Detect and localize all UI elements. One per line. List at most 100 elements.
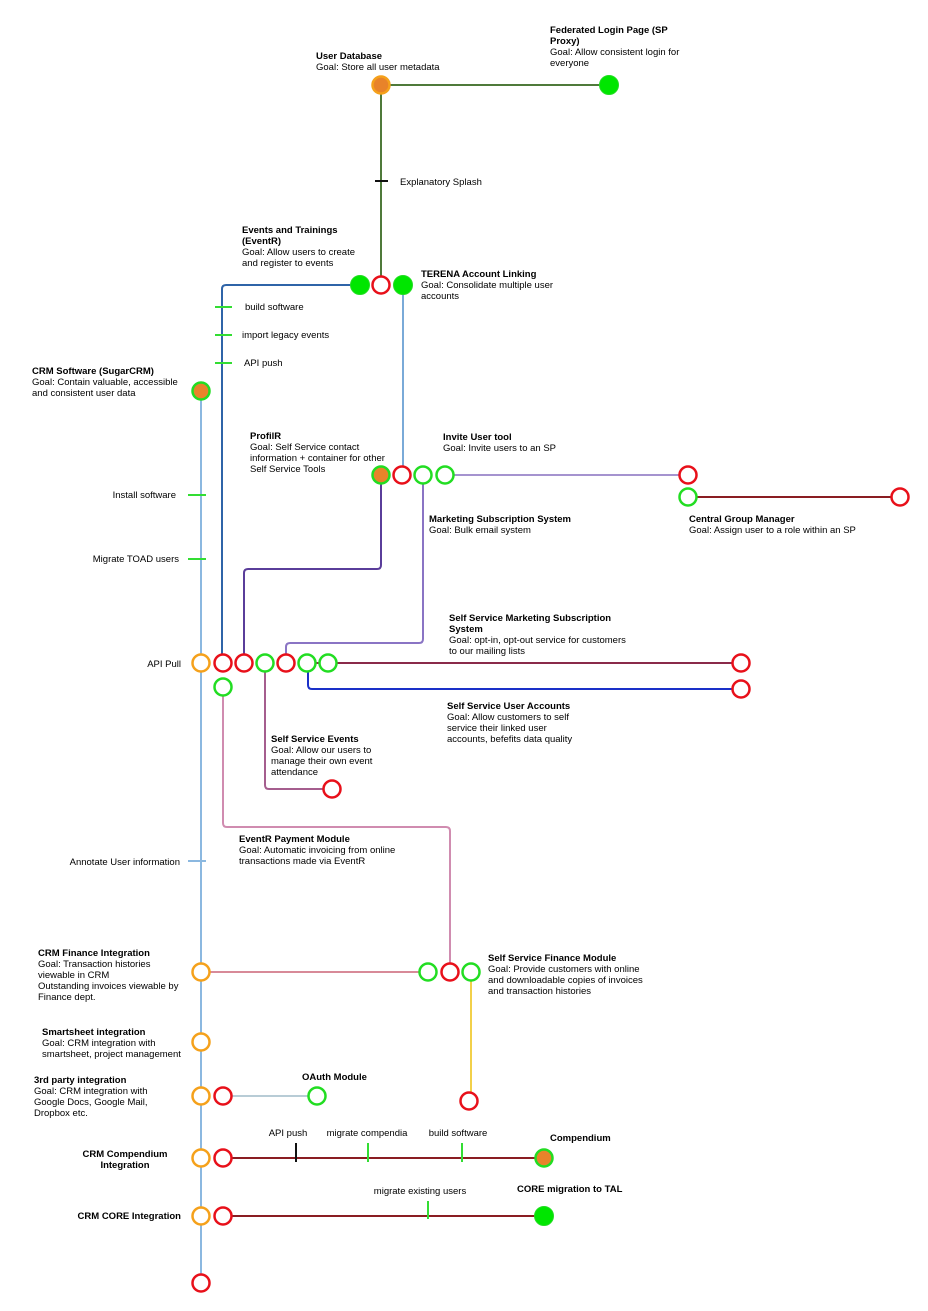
milestone-ticks [188, 180, 463, 1219]
title: Marketing Subscription System [429, 514, 571, 525]
title: TERENA Account Linking [421, 269, 537, 280]
station-invite-user[interactable] [435, 465, 455, 485]
goal: Goal: Allow users to create [242, 247, 355, 258]
label-ss-accounts: Self Service User Accounts Goal: Allow c… [447, 701, 572, 745]
milestone-build-software: build software [245, 302, 304, 313]
label-core-migration: CORE migration to TAL [517, 1184, 623, 1195]
station-profilr-red[interactable] [234, 653, 254, 673]
station-compendium-red[interactable] [213, 1148, 233, 1168]
station-user-db[interactable] [371, 75, 391, 95]
station-marketing-sub[interactable] [413, 465, 433, 485]
station-compendium[interactable] [534, 1148, 554, 1168]
goal: Goal: Invite users to an SP [443, 443, 556, 454]
goal: and consistent user data [32, 388, 136, 399]
goal: viewable in CRM [38, 970, 109, 981]
station-profilr[interactable] [371, 465, 391, 485]
title: ProfilR [250, 431, 281, 442]
station-smartsheet[interactable] [191, 1032, 211, 1052]
label-invite-user: Invite User tool Goal: Invite users to a… [443, 432, 556, 454]
goal: Goal: Allow customers to self [447, 712, 569, 723]
title: Self Service Marketing Subscription [449, 613, 611, 624]
label-eventr-payment: EventR Payment Module Goal: Automatic in… [239, 834, 395, 867]
station-api-pull[interactable] [191, 653, 211, 673]
title: Smartsheet integration [42, 1027, 146, 1038]
station-finance-green[interactable] [418, 962, 438, 982]
title: Federated Login Page (SP [550, 25, 668, 36]
station-federated-login[interactable] [599, 75, 619, 95]
line-eventr [221, 284, 360, 663]
goal: and transaction histories [488, 986, 591, 997]
station-third-party-red[interactable] [213, 1086, 233, 1106]
line-marketing-sub [285, 475, 424, 663]
title: Self Service Events [271, 734, 359, 745]
station-crm-finance[interactable] [191, 962, 211, 982]
station-crm-software[interactable] [191, 381, 211, 401]
station-eventr-payment[interactable] [213, 677, 233, 697]
label-compendium: Compendium [550, 1133, 611, 1144]
station-ss-events-end[interactable] [322, 779, 342, 799]
title: 3rd party integration [34, 1075, 127, 1086]
label-crm-software: CRM Software (SugarCRM) Goal: Contain va… [32, 366, 178, 399]
milestone-build-software-2: build software [429, 1128, 488, 1139]
line-ss-accounts [307, 663, 741, 690]
node-labels: User Database Goal: Store all user metad… [32, 25, 856, 1222]
title: EventR Payment Module [239, 834, 350, 845]
station-oauth[interactable] [307, 1086, 327, 1106]
line-profilr-ss [243, 475, 382, 663]
title: Invite User tool [443, 432, 512, 443]
station-core-red[interactable] [213, 1206, 233, 1226]
label-eventr: Events and Trainings (EventR) Goal: Allo… [242, 225, 355, 269]
label-smartsheet: Smartsheet integration Goal: CRM integra… [42, 1027, 181, 1060]
station-terena-red[interactable] [392, 465, 412, 485]
station-marketing-red[interactable] [276, 653, 296, 673]
station-ss-events[interactable] [255, 653, 275, 673]
station-ss-marketing[interactable] [297, 653, 317, 673]
label-ss-events: Self Service Events Goal: Allow our user… [271, 734, 373, 778]
station-userdb-red[interactable] [371, 275, 391, 295]
station-core-migration[interactable] [534, 1206, 554, 1226]
station-invite-user-end[interactable] [678, 465, 698, 485]
goal: Goal: opt-in, opt-out service for custom… [449, 635, 626, 646]
station-central-group-end[interactable] [890, 487, 910, 507]
station-third-party[interactable] [191, 1086, 211, 1106]
goal: Goal: Contain valuable, accessible [32, 377, 178, 388]
station-central-group[interactable] [678, 487, 698, 507]
goal: everyone [550, 58, 589, 69]
goal: Goal: Bulk email system [429, 525, 531, 536]
milestone-api-push: API push [244, 358, 283, 369]
station-crm-trunk-end[interactable] [191, 1273, 211, 1293]
stations [191, 75, 910, 1293]
station-ss-finance[interactable] [461, 962, 481, 982]
title-2: (EventR) [242, 236, 281, 247]
station-crm-core[interactable] [191, 1206, 211, 1226]
goal: Goal: CRM integration with [34, 1086, 148, 1097]
goal: Goal: Provide customers with online [488, 964, 640, 975]
station-payment-red[interactable] [440, 962, 460, 982]
title-2: Proxy) [550, 36, 580, 47]
station-ss-accounts[interactable] [318, 653, 338, 673]
goal: Goal: Assign user to a role within an SP [689, 525, 856, 536]
station-crm-compendium[interactable] [191, 1148, 211, 1168]
station-eventr-red[interactable] [213, 653, 233, 673]
station-ss-finance-end[interactable] [459, 1091, 479, 1111]
station-ss-marketing-end[interactable] [731, 653, 751, 673]
milestone-api-pull: API Pull [147, 659, 181, 670]
goal: to our mailing lists [449, 646, 525, 657]
label-terena: TERENA Account Linking Goal: Consolidate… [421, 269, 553, 302]
title-2: Integration [100, 1160, 149, 1171]
goal: Outstanding invoices viewable by [38, 981, 179, 992]
line-ss-events [264, 663, 332, 790]
station-ss-accounts-end[interactable] [731, 679, 751, 699]
goal: information + container for other [250, 453, 385, 464]
station-terena[interactable] [393, 275, 413, 295]
goal: accounts, befefits data quality [447, 734, 572, 745]
milestone-migrate-compendia: migrate compendia [327, 1128, 409, 1139]
goal: Goal: Allow our users to [271, 745, 371, 756]
goal: transactions made via EventR [239, 856, 365, 867]
label-central-group: Central Group Manager Goal: Assign user … [689, 514, 856, 536]
station-eventr[interactable] [350, 275, 370, 295]
goal: attendance [271, 767, 318, 778]
milestone-migrate-existing: migrate existing users [374, 1186, 467, 1197]
title: Self Service User Accounts [447, 701, 570, 712]
